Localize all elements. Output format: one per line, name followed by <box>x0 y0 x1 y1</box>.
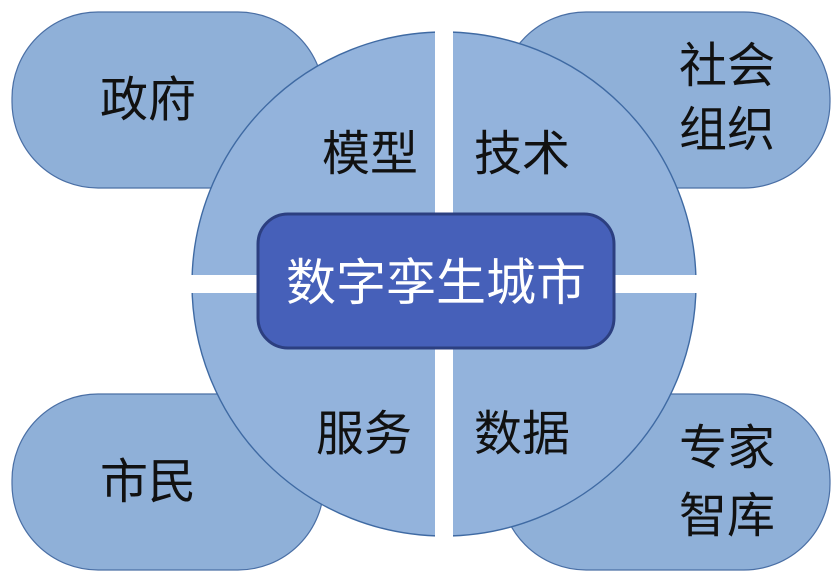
quadrant-label-top-right: 技术 <box>474 126 570 182</box>
center-box <box>256 212 616 350</box>
stakeholder-label-bottom-right-line-1: 专家 <box>679 420 775 476</box>
stakeholder-label-bottom-right-line-2: 智库 <box>679 488 775 544</box>
quadrant-label-top-left: 模型 <box>322 126 418 182</box>
quadrant-label-bottom-right: 数据 <box>474 406 570 462</box>
quadrant-label-bottom-left: 服务 <box>316 406 412 462</box>
stakeholder-label-top-left: 政府 <box>100 72 196 128</box>
stakeholder-label-top-right-line-1: 社会 <box>679 38 775 94</box>
stakeholder-label-bottom-left: 市民 <box>100 454 196 510</box>
stakeholder-label-top-right-line-2: 组织 <box>679 102 775 158</box>
center-label: 数字孪生城市 <box>286 254 586 312</box>
